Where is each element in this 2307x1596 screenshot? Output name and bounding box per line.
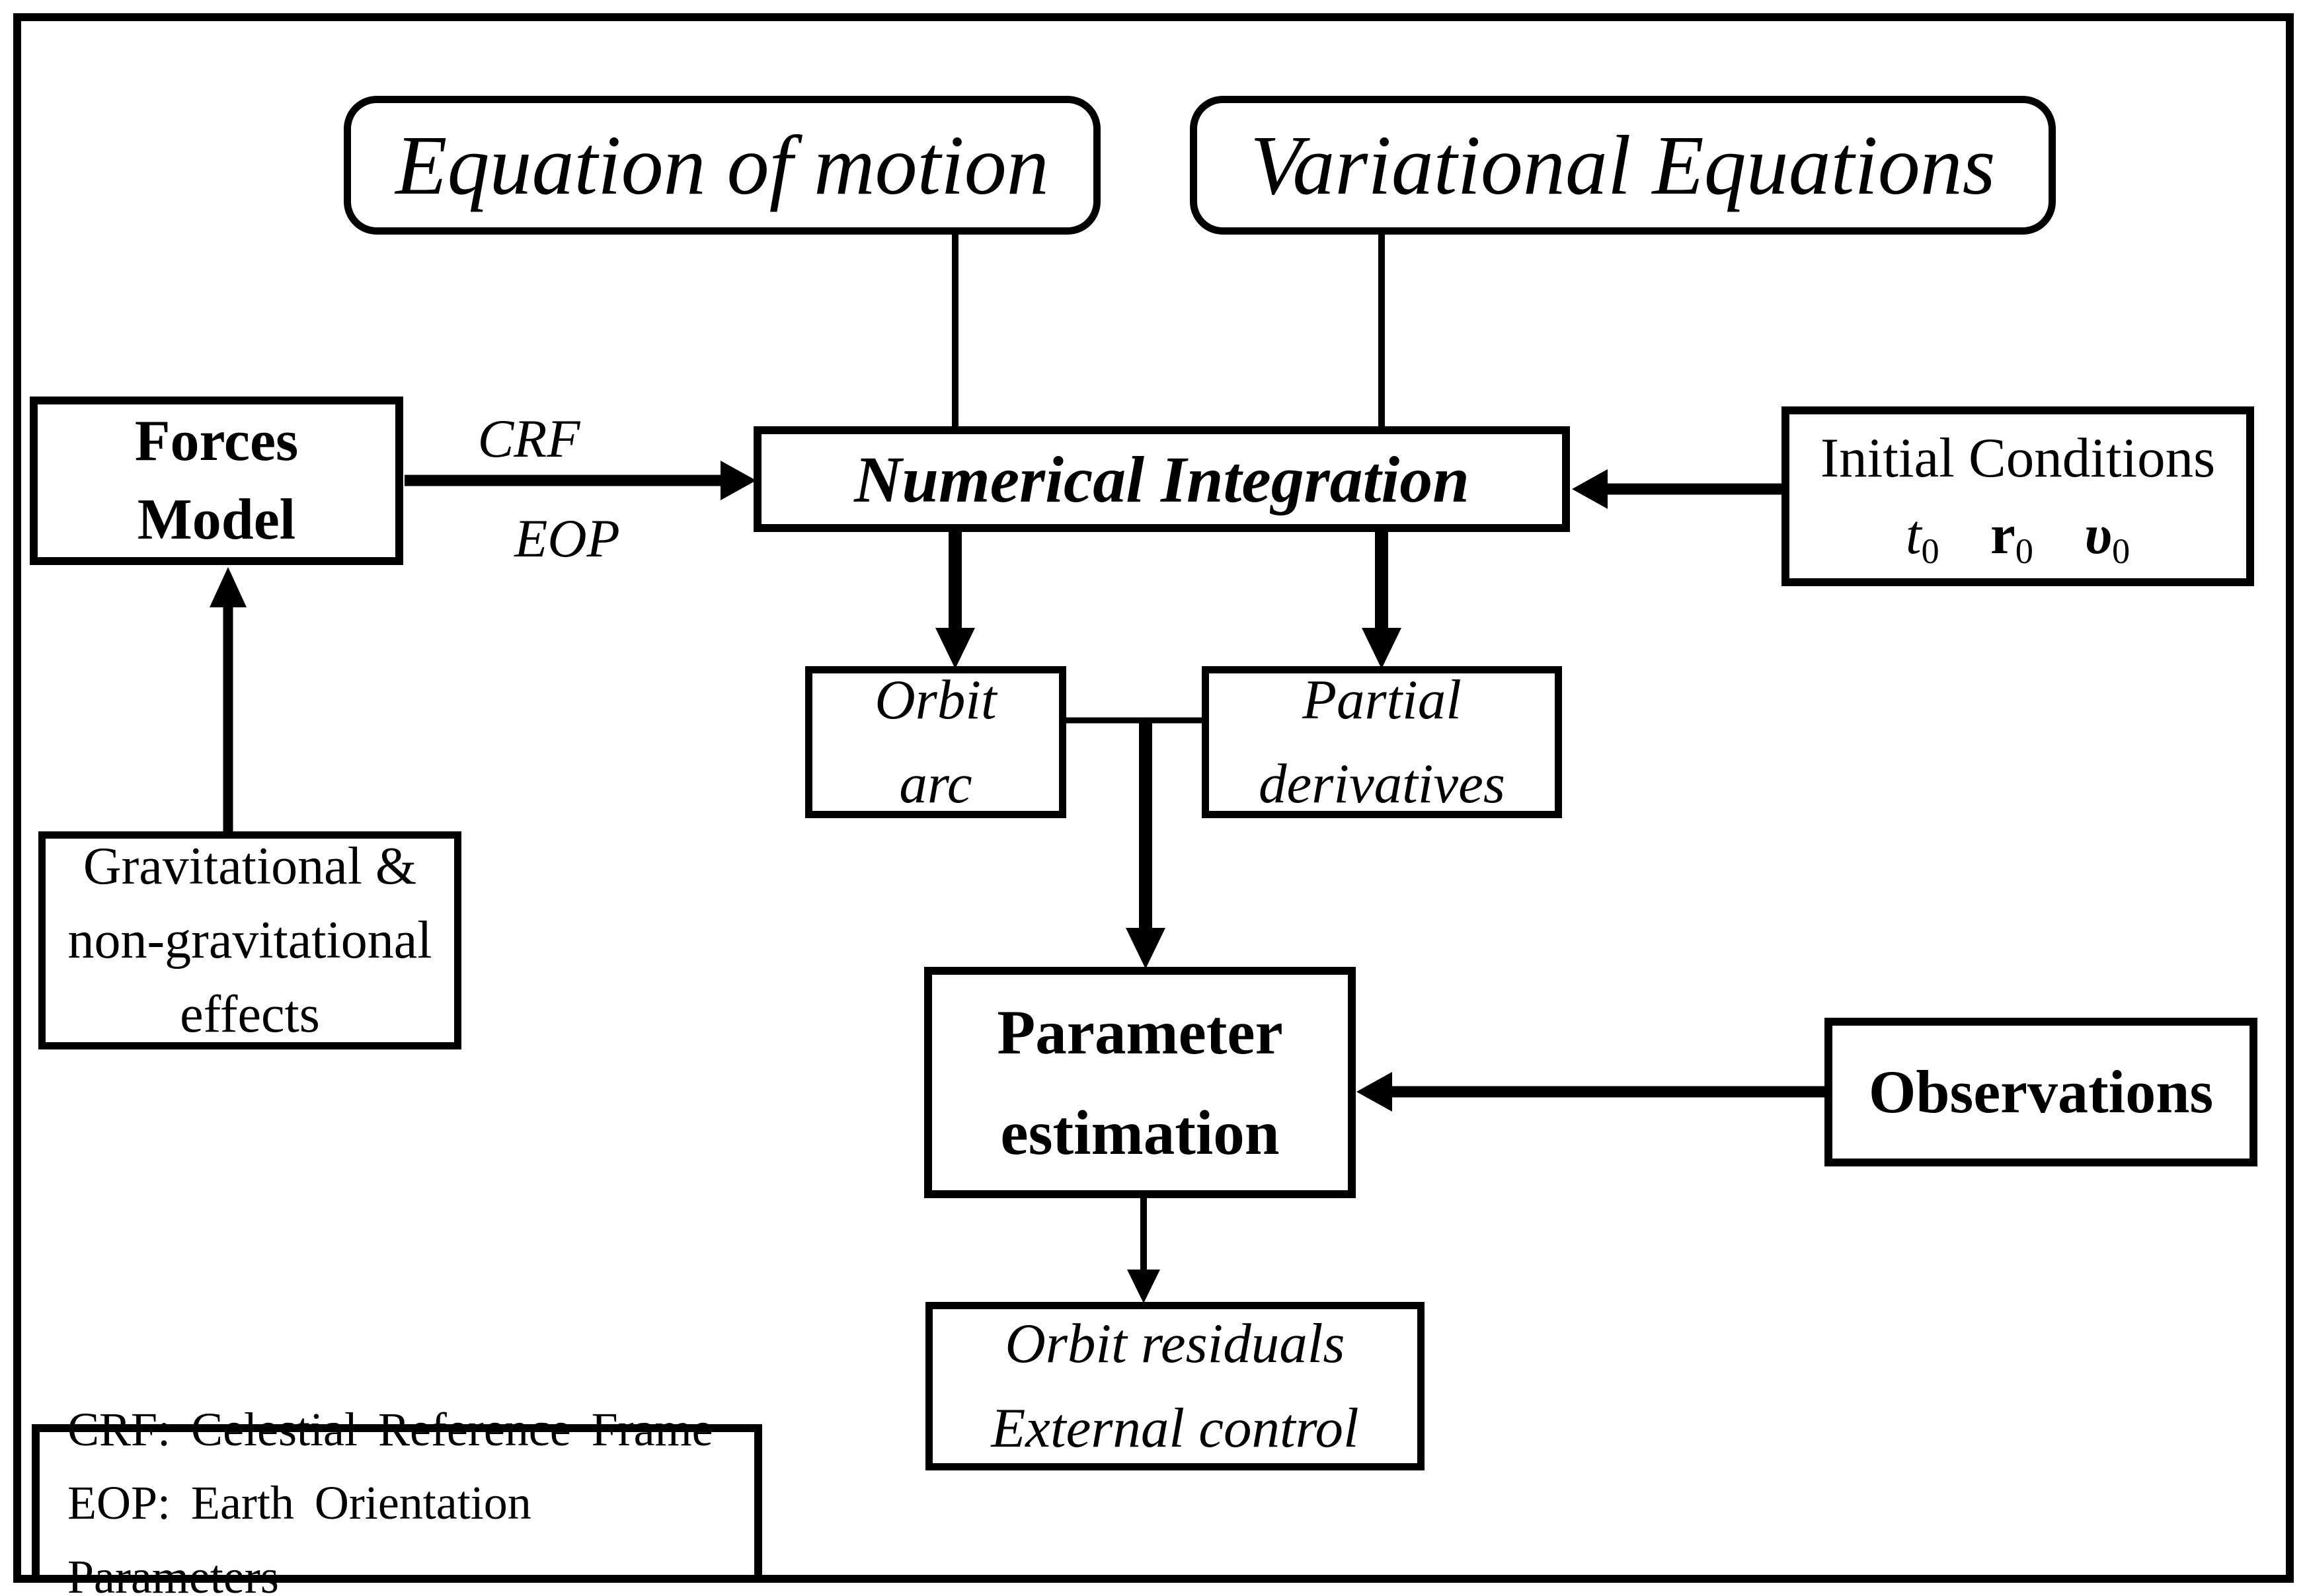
node-equation-of-motion: Equation of motion bbox=[344, 96, 1101, 235]
node-variational-equations: Variational Equations bbox=[1190, 96, 2056, 235]
arrow-junction-to-estimation bbox=[1126, 718, 1165, 969]
node-numerical-integration: Numerical Integration bbox=[754, 426, 1570, 532]
gravitational-effects-line2: non-gravitational bbox=[67, 911, 432, 969]
node-partial-derivatives: Partial derivatives bbox=[1202, 666, 1562, 818]
crf-arrow-label: CRF bbox=[477, 408, 580, 469]
arrow-integration-to-orbitarc bbox=[935, 531, 975, 669]
symbol-r0: r0 bbox=[1990, 504, 2033, 572]
orbit-arc-line1: Orbit bbox=[875, 668, 997, 731]
parameter-estimation-line2: estimation bbox=[1000, 1098, 1280, 1168]
gravitational-effects-line1: Gravitational & bbox=[83, 837, 417, 895]
parameter-estimation-line1: Parameter bbox=[997, 997, 1283, 1067]
initial-conditions-title: Initial Conditions bbox=[1820, 426, 2216, 489]
gravitational-effects-line3: effects bbox=[180, 985, 320, 1044]
observations-label: Observations bbox=[1868, 1058, 2214, 1125]
legend-eop-definition: EOP: Earth Orientation Parameters bbox=[67, 1476, 531, 1596]
forces-model-line1: Forces bbox=[134, 408, 299, 473]
numerical-integration-label: Numerical Integration bbox=[854, 442, 1469, 516]
node-orbit-residuals: Orbit residuals External control bbox=[925, 1302, 1425, 1470]
node-orbit-arc: Orbit arc bbox=[805, 666, 1066, 818]
node-observations: Observations bbox=[1824, 1018, 2257, 1166]
orbit-residuals-line1: Orbit residuals bbox=[1005, 1312, 1345, 1375]
variational-equations-label: Variational Equations bbox=[1250, 118, 1996, 212]
arrow-integration-to-partials bbox=[1362, 531, 1401, 669]
node-parameter-estimation: Parameter estimation bbox=[924, 967, 1356, 1198]
arrow-estimation-to-residuals bbox=[1127, 1198, 1160, 1303]
orbit-arc-line2: arc bbox=[899, 753, 972, 815]
node-initial-conditions: Initial Conditions t0 r0 υ0 bbox=[1781, 406, 2254, 586]
partial-derivatives-line2: derivatives bbox=[1259, 753, 1505, 815]
symbol-v0: υ0 bbox=[2084, 504, 2131, 572]
arrow-observations-to-estimation bbox=[1356, 1072, 1826, 1112]
legend-box: CRF: Celestial Reference Frame EOP: Eart… bbox=[32, 1403, 762, 1596]
arrow-forces-to-integration bbox=[405, 461, 756, 500]
node-gravitational-effects: Gravitational & non-gravitational effect… bbox=[38, 831, 461, 1049]
equation-of-motion-label: Equation of motion bbox=[395, 118, 1049, 212]
orbit-residuals-line2: External control bbox=[991, 1396, 1359, 1459]
symbol-t0: t0 bbox=[1905, 504, 1939, 572]
arrow-graveffects-to-forces bbox=[210, 567, 247, 831]
forces-model-line2: Model bbox=[137, 487, 296, 552]
node-forces-model: Forces Model bbox=[30, 397, 403, 565]
partial-derivatives-line1: Partial bbox=[1302, 668, 1462, 731]
eop-arrow-label: EOP bbox=[514, 508, 620, 568]
initial-conditions-symbols: t0 r0 υ0 bbox=[1887, 498, 2148, 572]
arrow-initialconditions-to-integration bbox=[1572, 469, 1783, 509]
legend-crf-definition: CRF: Celestial Reference Frame bbox=[67, 1402, 713, 1456]
